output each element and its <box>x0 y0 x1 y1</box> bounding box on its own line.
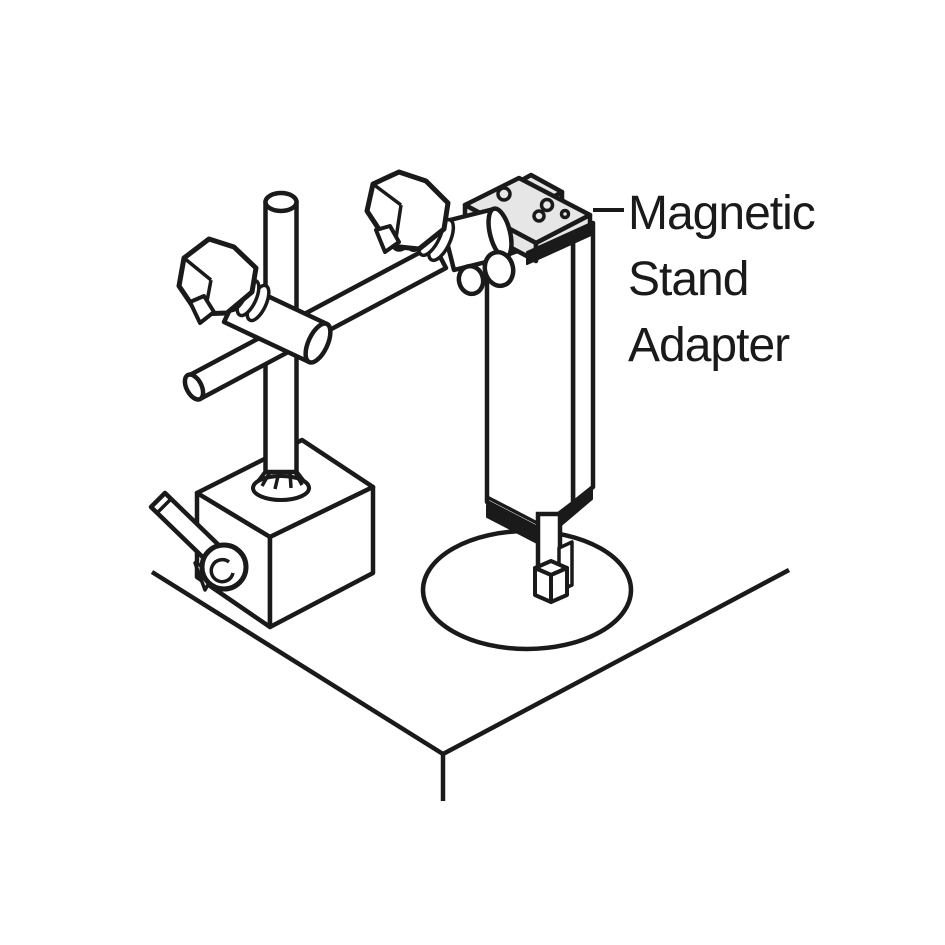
right-clamp-knob <box>364 169 451 254</box>
pole-collar <box>251 469 311 502</box>
right-clamp <box>364 169 516 297</box>
contact-tip <box>533 559 569 604</box>
probe-spindle <box>533 511 574 604</box>
hub-stub <box>456 263 486 297</box>
table-surface <box>150 568 791 801</box>
left-clamp-knob <box>176 236 259 325</box>
adapter-edge-band <box>526 222 592 265</box>
hub-stub <box>482 249 516 289</box>
adapter-callout-label: Magnetic Stand Adapter <box>628 187 816 372</box>
lever-spiral <box>209 557 235 584</box>
left-clamp <box>176 236 333 365</box>
screw-hole <box>532 209 546 223</box>
screw-hole <box>539 197 555 213</box>
on-off-lever <box>148 490 249 592</box>
screw-hole <box>496 186 512 202</box>
screw-hole <box>559 208 571 220</box>
rod-end-cap <box>182 372 206 402</box>
workpiece-circle <box>420 528 634 652</box>
